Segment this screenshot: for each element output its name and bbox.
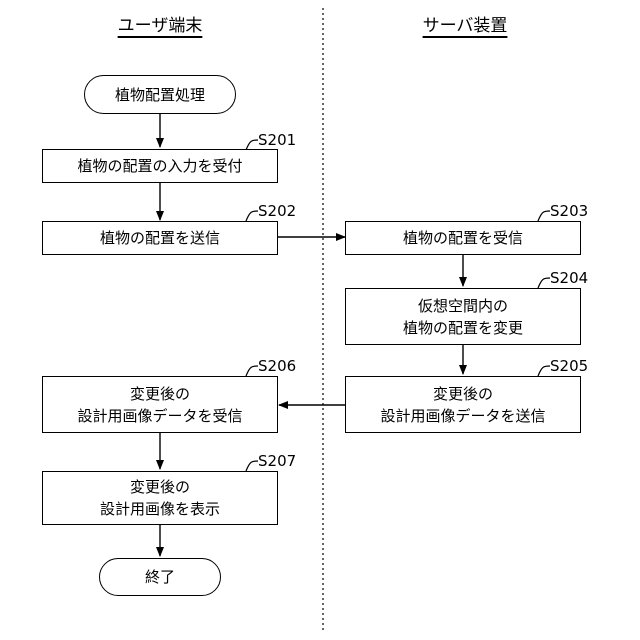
step-s206-box: 変更後の 設計用画像データを受信 xyxy=(42,376,278,433)
leader-s202 xyxy=(246,211,258,221)
lane-title-server: サーバ装置 xyxy=(400,14,530,38)
step-s206-line1: 変更後の xyxy=(130,383,190,405)
end-terminal: 終了 xyxy=(99,558,221,596)
step-s204-box: 仮想空間内の 植物の配置を変更 xyxy=(345,288,581,345)
step-s203-box: 植物の配置を受信 xyxy=(345,221,581,255)
step-s204-label: S204 xyxy=(550,269,588,287)
step-s207-line1: 変更後の xyxy=(130,476,190,498)
step-s206-line2: 設計用画像データを受信 xyxy=(77,405,242,427)
leader-s207 xyxy=(246,461,258,471)
step-s207-box: 変更後の 設計用画像を表示 xyxy=(42,471,278,525)
start-terminal-label: 植物配置処理 xyxy=(115,84,205,106)
step-s205-line1: 変更後の xyxy=(433,383,493,405)
step-s201-text: 植物の配置の入力を受付 xyxy=(77,155,242,177)
leader-s205 xyxy=(538,366,550,376)
step-s202-label: S202 xyxy=(258,202,296,220)
step-s205-line2: 設計用画像データを送信 xyxy=(380,405,545,427)
start-terminal: 植物配置処理 xyxy=(84,75,236,114)
step-s207-line2: 設計用画像を表示 xyxy=(100,498,220,520)
step-s203-text: 植物の配置を受信 xyxy=(403,227,523,249)
step-s204-line1: 仮想空間内の xyxy=(418,295,508,317)
step-s206-label: S206 xyxy=(258,357,296,375)
step-s201-box: 植物の配置の入力を受付 xyxy=(42,149,278,183)
step-s205-label: S205 xyxy=(550,357,588,375)
leader-s203 xyxy=(538,211,550,221)
leader-s206 xyxy=(246,366,258,376)
step-s202-text: 植物の配置を送信 xyxy=(100,227,220,249)
step-s205-box: 変更後の 設計用画像データを送信 xyxy=(345,376,581,433)
step-s202-box: 植物の配置を送信 xyxy=(42,221,278,255)
step-s203-label: S203 xyxy=(550,202,588,220)
end-terminal-label: 終了 xyxy=(145,566,175,588)
lane-title-user-terminal: ユーザ端末 xyxy=(95,14,225,38)
step-s201-label: S201 xyxy=(258,131,296,149)
step-s204-line2: 植物の配置を変更 xyxy=(403,317,523,339)
leader-s204 xyxy=(538,278,550,288)
step-s207-label: S207 xyxy=(258,452,296,470)
